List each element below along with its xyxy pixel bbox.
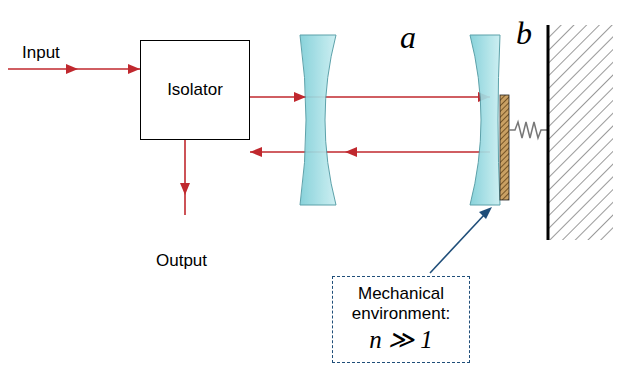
wall-hatching (549, 25, 613, 240)
forward-beam (250, 92, 490, 102)
backward-beam (250, 147, 490, 157)
mechanical-plate (500, 95, 509, 200)
spring (509, 122, 548, 138)
environment-callout: Mechanical environment:n ≫ 1 (332, 276, 470, 363)
wall (547, 25, 550, 240)
beam-label: Input (22, 44, 60, 63)
movable-mirror (470, 35, 500, 205)
mode-symbol: a (400, 20, 416, 55)
node-text: n ≫ 1 (369, 325, 433, 355)
isolator-box: Isolator (140, 40, 250, 140)
mode-symbol: b (516, 16, 532, 51)
input-mirror (300, 35, 336, 205)
input-beam (8, 64, 140, 74)
node-text: Mechanical environment: (339, 284, 463, 325)
node-text: Isolator (167, 80, 223, 100)
callout-arrow (430, 207, 492, 273)
beam-label: Output (156, 252, 207, 271)
output-beam (180, 140, 190, 215)
